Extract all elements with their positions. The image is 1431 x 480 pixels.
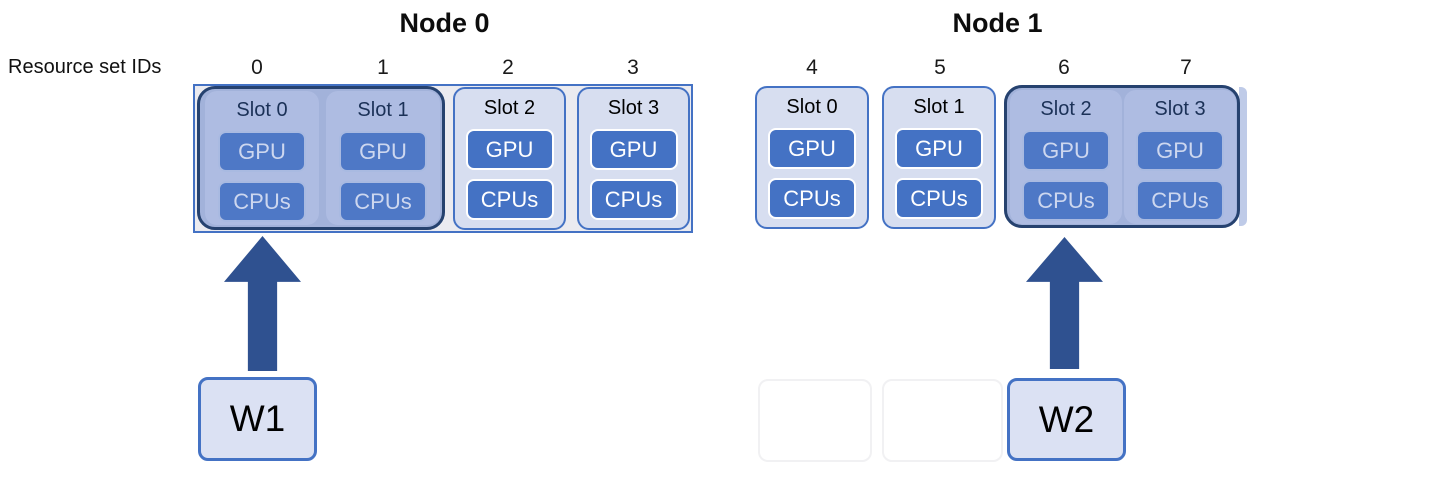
w2-assignment-arrow-icon bbox=[1026, 237, 1103, 369]
node0-slot3: Slot 3 GPU CPUs bbox=[577, 87, 690, 230]
node1-slot1-gpu-box: GPU bbox=[895, 128, 983, 169]
node0-slot0-cpu-box: CPUs bbox=[218, 181, 306, 222]
node1-slot2-cpu-box: CPUs bbox=[1022, 180, 1110, 221]
node1-slot1-cpu-box: CPUs bbox=[895, 178, 983, 219]
node1-slot1-label: Slot 1 bbox=[913, 96, 965, 118]
node0-slot2: Slot 2 GPU CPUs bbox=[453, 87, 566, 230]
node0-slot0-label: Slot 0 bbox=[236, 99, 288, 121]
node0-slot2-label: Slot 2 bbox=[483, 97, 536, 119]
node0-slot0-gpu-box: GPU bbox=[218, 131, 306, 172]
resource-set-id-6: 6 bbox=[1058, 56, 1070, 79]
node1-slot3: Slot 3 GPU CPUs bbox=[1124, 90, 1236, 224]
worker-w1-label: W1 bbox=[229, 398, 286, 439]
resource-set-id-5: 5 bbox=[934, 56, 946, 79]
resource-set-id-7: 7 bbox=[1180, 56, 1192, 79]
node1-slot0-cpu-box: CPUs bbox=[768, 178, 856, 219]
resource-set-ids-label: Resource set IDs bbox=[8, 56, 162, 78]
worker-w1-box: W1 bbox=[198, 377, 317, 461]
worker-w2-box: W2 bbox=[1007, 378, 1126, 461]
node0-slot1-gpu-box: GPU bbox=[339, 131, 427, 172]
node1-slot3-cpu-box: CPUs bbox=[1136, 180, 1224, 221]
ghost-box-1 bbox=[758, 379, 872, 462]
node0-slot3-cpu-box: CPUs bbox=[589, 179, 678, 220]
node1-slot0: Slot 0 GPU CPUs bbox=[755, 86, 869, 229]
node0-slot2-gpu-box: GPU bbox=[465, 129, 554, 170]
node1-resource-group-spill bbox=[1239, 87, 1247, 226]
node0-slot1-cpu-box: CPUs bbox=[339, 181, 427, 222]
node1-slot2-label: Slot 2 bbox=[1040, 98, 1092, 120]
resource-set-id-2: 2 bbox=[502, 56, 514, 79]
node0-title: Node 0 bbox=[399, 8, 490, 38]
node1-slot2-gpu-box: GPU bbox=[1022, 130, 1110, 171]
node0-slot2-cpu-box: CPUs bbox=[465, 179, 554, 220]
node0-slot1: Slot 1 GPU CPUs bbox=[326, 91, 440, 225]
resource-set-id-4: 4 bbox=[806, 56, 818, 79]
node1-slot0-gpu-box: GPU bbox=[768, 128, 856, 169]
node0-slot3-gpu-box: GPU bbox=[589, 129, 678, 170]
node1-slot0-label: Slot 0 bbox=[786, 96, 838, 118]
node0-slot1-label: Slot 1 bbox=[357, 99, 409, 121]
worker-w2-label: W2 bbox=[1038, 398, 1095, 440]
node1-slot1: Slot 1 GPU CPUs bbox=[882, 86, 996, 229]
resource-set-id-0: 0 bbox=[251, 56, 263, 79]
node1-slot3-gpu-box: GPU bbox=[1136, 130, 1224, 171]
node1-slot2: Slot 2 GPU CPUs bbox=[1010, 90, 1122, 224]
node1-slot3-label: Slot 3 bbox=[1154, 98, 1206, 120]
node0-slot0: Slot 0 GPU CPUs bbox=[205, 91, 319, 225]
w1-assignment-arrow-icon bbox=[224, 236, 301, 371]
resource-set-id-3: 3 bbox=[627, 56, 639, 79]
node1-title: Node 1 bbox=[952, 8, 1043, 38]
ghost-box-2 bbox=[882, 379, 1003, 462]
node0-slot3-label: Slot 3 bbox=[607, 97, 660, 119]
resource-set-id-1: 1 bbox=[377, 56, 389, 79]
